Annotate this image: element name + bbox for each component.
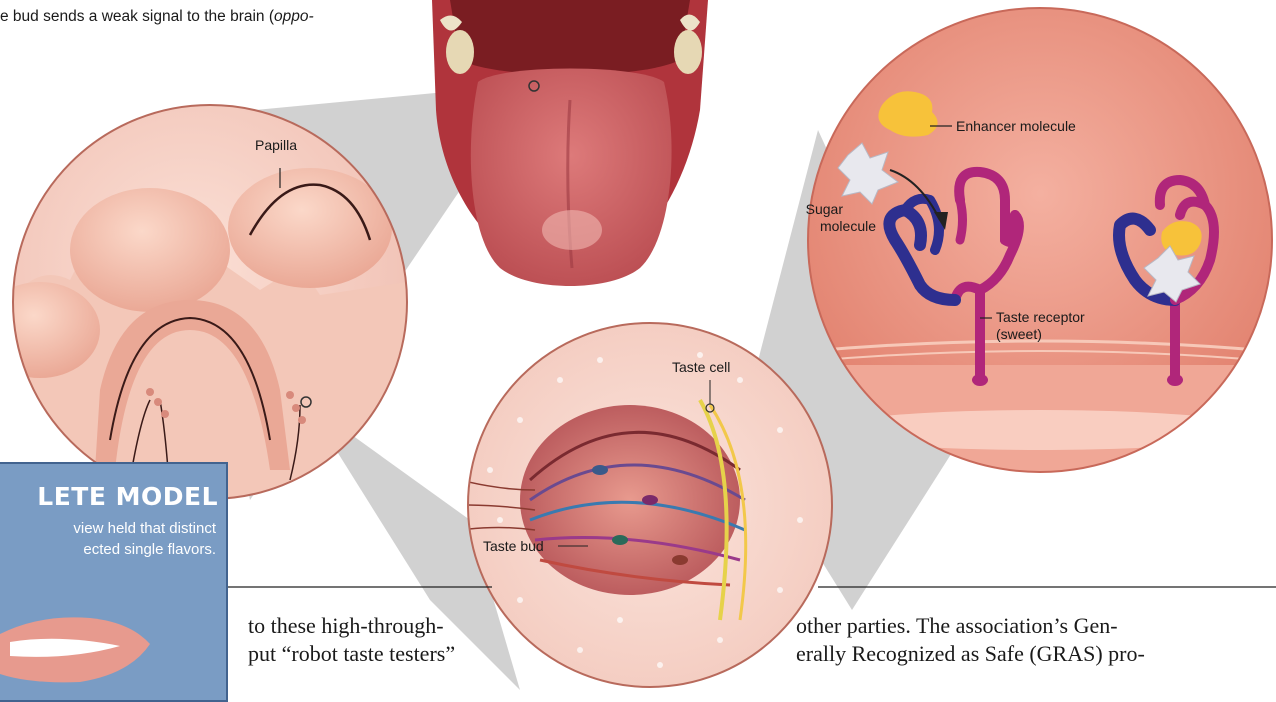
label-sugar-line1: Sugar: [806, 201, 844, 217]
body-right-line-1: other parties. The association’s Gen-: [796, 613, 1118, 638]
sidebar-line-1: view held that distinct: [73, 520, 216, 537]
mouth-illustration: [432, 0, 708, 286]
label-taste-receptor-line1: Taste receptor: [996, 309, 1085, 325]
body-left-line-2: put “robot taste testers”: [248, 641, 455, 666]
label-papilla: Papilla: [255, 137, 297, 153]
body-left-line-1: to these high-through-: [248, 613, 444, 638]
label-enhancer-molecule: Enhancer molecule: [956, 118, 1076, 134]
label-sugar-line2: molecule: [820, 218, 876, 234]
body-column-left: to these high-through- put “robot taste …: [248, 612, 455, 668]
sidebar-title: LETE MODEL: [37, 482, 218, 511]
label-taste-bud: Taste bud: [483, 538, 544, 554]
sidebar-line-2: ected single flavors.: [83, 541, 216, 558]
lips-illustration: [0, 604, 228, 702]
sidebar-text: view held that distinct ected single fla…: [73, 518, 216, 560]
article-text-top: e bud sends a weak signal to the brain (…: [0, 8, 314, 26]
label-taste-cell: Taste cell: [672, 359, 730, 375]
sidebar-box: LETE MODEL view held that distinct ected…: [0, 462, 228, 702]
body-column-right: other parties. The association’s Gen- er…: [796, 612, 1145, 668]
taste-bud-circle: [460, 323, 832, 687]
body-right-line-2: erally Recognized as Safe (GRAS) pro-: [796, 641, 1145, 666]
label-taste-receptor-line2: (sweet): [996, 326, 1042, 342]
